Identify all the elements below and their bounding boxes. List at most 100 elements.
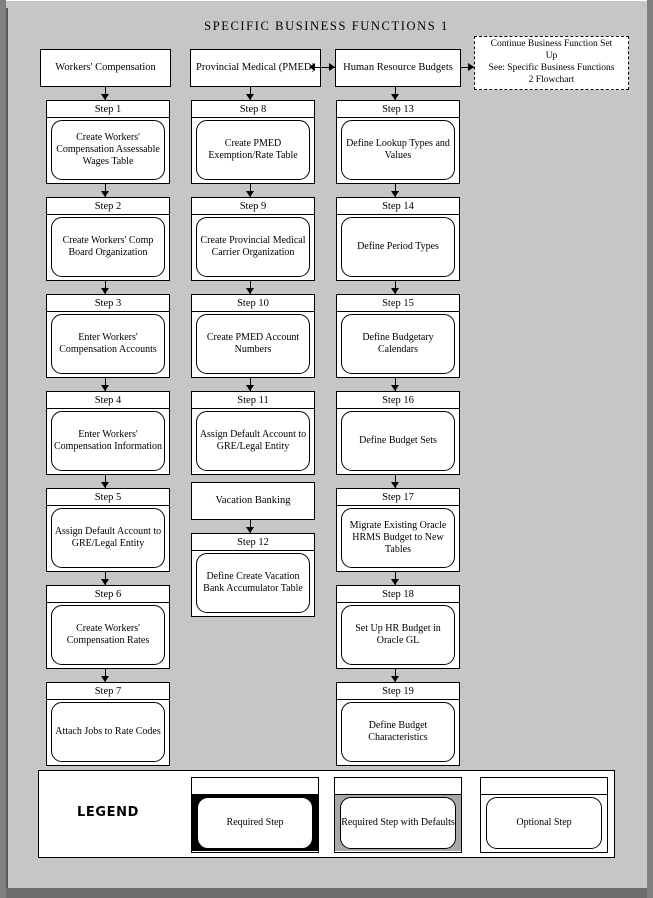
step-body: Assign Default Account to GRE/Legal Enti…: [47, 506, 169, 570]
step-text: Create Workers' Compensation Assessable …: [51, 120, 165, 180]
step-text: Enter Workers' Compensation Accounts: [51, 314, 165, 374]
step-text: Create Workers' Comp Board Organization: [51, 217, 165, 277]
step-text: Define Budget Characteristics: [341, 702, 455, 762]
step-block-14[interactable]: Step 14 Define Period Types: [336, 197, 460, 281]
top-box-label: Provincial Medical (PMED): [196, 61, 315, 73]
arrow-step8-to-step9: [246, 184, 255, 197]
top-box-human-resource-budgets[interactable]: Human Resource Budgets: [335, 49, 461, 87]
arrow-top-to-step1: [101, 87, 110, 100]
arrow-step9-to-step10: [246, 281, 255, 294]
step-text: Create Provincial Medical Carrier Organi…: [196, 217, 310, 277]
arrow-step3-to-step4: [101, 378, 110, 391]
arrow-step5-to-step6: [101, 572, 110, 585]
step-block-8[interactable]: Step 8 Create PMED Exemption/Rate Table: [191, 100, 315, 184]
step-text: Assign Default Account to GRE/Legal Enti…: [196, 411, 310, 471]
arrow-step13-to-step14: [391, 184, 400, 197]
step-body: Create Workers' Comp Board Organization: [47, 215, 169, 279]
step-block-3[interactable]: Step 3 Enter Workers' Compensation Accou…: [46, 294, 170, 378]
arrow-step16-to-step17: [391, 475, 400, 488]
left-gutter: [0, 8, 6, 898]
arrow-step17-to-step18: [391, 572, 400, 585]
step-body: Define Budget Sets: [337, 409, 459, 473]
step-label: Step 1: [47, 101, 169, 118]
step-body: Define Budget Characteristics: [337, 700, 459, 764]
step-text: Create PMED Account Numbers: [196, 314, 310, 374]
step-block-10[interactable]: Step 10 Create PMED Account Numbers: [191, 294, 315, 378]
step-text: Create Workers' Compensation Rates: [51, 605, 165, 665]
arrow-top-to-step13: [391, 87, 400, 100]
step-block-12[interactable]: Step 12 Define Create Vacation Bank Accu…: [191, 533, 315, 617]
step-body: Attach Jobs to Rate Codes: [47, 700, 169, 764]
step-block-19[interactable]: Step 19 Define Budget Characteristics: [336, 682, 460, 766]
step-block-1[interactable]: Step 1 Create Workers' Compensation Asse…: [46, 100, 170, 184]
step-text: Define Budget Sets: [341, 411, 455, 471]
step-block-18[interactable]: Step 18 Set Up HR Budget in Oracle GL: [336, 585, 460, 669]
legend-label: Required Step: [197, 797, 313, 849]
legend-strip: [192, 778, 318, 795]
step-label: Step 10: [192, 295, 314, 312]
step-label: Step 17: [337, 489, 459, 506]
step-block-6[interactable]: Step 6 Create Workers' Compensation Rate…: [46, 585, 170, 669]
legend-strip: [335, 778, 461, 795]
step-block-16[interactable]: Step 16 Define Budget Sets: [336, 391, 460, 475]
step-label: Step 3: [47, 295, 169, 312]
arrow-step1-to-step2: [101, 184, 110, 197]
step-label: Step 4: [47, 392, 169, 409]
step-label: Step 14: [337, 198, 459, 215]
sub-header-label: Vacation Banking: [215, 494, 291, 506]
legend-body: Optional Step: [481, 795, 607, 851]
step-body: Define Period Types: [337, 215, 459, 279]
canvas-left-edge: [6, 8, 8, 888]
step-body: Enter Workers' Compensation Accounts: [47, 312, 169, 376]
step-block-7[interactable]: Step 7 Attach Jobs to Rate Codes: [46, 682, 170, 766]
step-block-9[interactable]: Step 9 Create Provincial Medical Carrier…: [191, 197, 315, 281]
step-text: Define Create Vacation Bank Accumulator …: [196, 553, 310, 613]
legend-body: Required Step: [192, 795, 318, 851]
canvas-bottom-shadow: [6, 888, 647, 898]
step-body: Create Workers' Compensation Rates: [47, 603, 169, 667]
top-box-provincial-medical[interactable]: Provincial Medical (PMED): [190, 49, 321, 87]
step-block-2[interactable]: Step 2 Create Workers' Comp Board Organi…: [46, 197, 170, 281]
step-body: Create Workers' Compensation Assessable …: [47, 118, 169, 182]
step-text: Define Period Types: [341, 217, 455, 277]
step-block-11[interactable]: Step 11 Assign Default Account to GRE/Le…: [191, 391, 315, 475]
step-body: Migrate Existing Oracle HRMS Budget to N…: [337, 506, 459, 570]
step-block-17[interactable]: Step 17 Migrate Existing Oracle HRMS Bud…: [336, 488, 460, 572]
arrow-step18-to-step19: [391, 669, 400, 682]
continuation-note[interactable]: Continue Business Function Set Up See: S…: [474, 36, 629, 90]
arrow-step6-to-step7: [101, 669, 110, 682]
continuation-line-1: Continue Business Function Set: [490, 39, 613, 50]
top-box-workers-compensation[interactable]: Workers' Compensation: [40, 49, 171, 87]
legend-body: Required Step with Defaults: [335, 795, 461, 851]
step-body: Define Lookup Types and Values: [337, 118, 459, 182]
legend-strip: [481, 778, 607, 795]
step-text: Attach Jobs to Rate Codes: [51, 702, 165, 762]
step-block-13[interactable]: Step 13 Define Lookup Types and Values: [336, 100, 460, 184]
arrow-step10-to-step11: [246, 378, 255, 391]
step-block-4[interactable]: Step 4 Enter Workers' Compensation Infor…: [46, 391, 170, 475]
legend-title: LEGEND: [77, 805, 139, 820]
arrow-pmed-to-hr-budgets: [321, 63, 335, 72]
step-block-15[interactable]: Step 15 Define Budgetary Calendars: [336, 294, 460, 378]
arrow-step4-to-step5: [101, 475, 110, 488]
flowchart-canvas: SPECIFIC BUSINESS FUNCTIONS 1 Workers' C…: [6, 0, 647, 889]
step-label: Step 11: [192, 392, 314, 409]
step-text: Assign Default Account to GRE/Legal Enti…: [51, 508, 165, 568]
step-body: Create Provincial Medical Carrier Organi…: [192, 215, 314, 279]
step-body: Define Create Vacation Bank Accumulator …: [192, 551, 314, 615]
step-text: Define Budgetary Calendars: [341, 314, 455, 374]
step-label: Step 18: [337, 586, 459, 603]
step-block-5[interactable]: Step 5 Assign Default Account to GRE/Leg…: [46, 488, 170, 572]
legend-item-required-step-with-defaults: Required Step with Defaults: [334, 777, 462, 853]
step-text: Migrate Existing Oracle HRMS Budget to N…: [341, 508, 455, 568]
top-box-label: Human Resource Budgets: [343, 61, 453, 73]
step-body: Create PMED Account Numbers: [192, 312, 314, 376]
step-label: Step 15: [337, 295, 459, 312]
sub-header-vacation-banking[interactable]: Vacation Banking: [191, 482, 315, 520]
step-label: Step 7: [47, 683, 169, 700]
step-label: Step 8: [192, 101, 314, 118]
step-body: Set Up HR Budget in Oracle GL: [337, 603, 459, 667]
legend-item-required-step: Required Step: [191, 777, 319, 853]
step-label: Step 2: [47, 198, 169, 215]
